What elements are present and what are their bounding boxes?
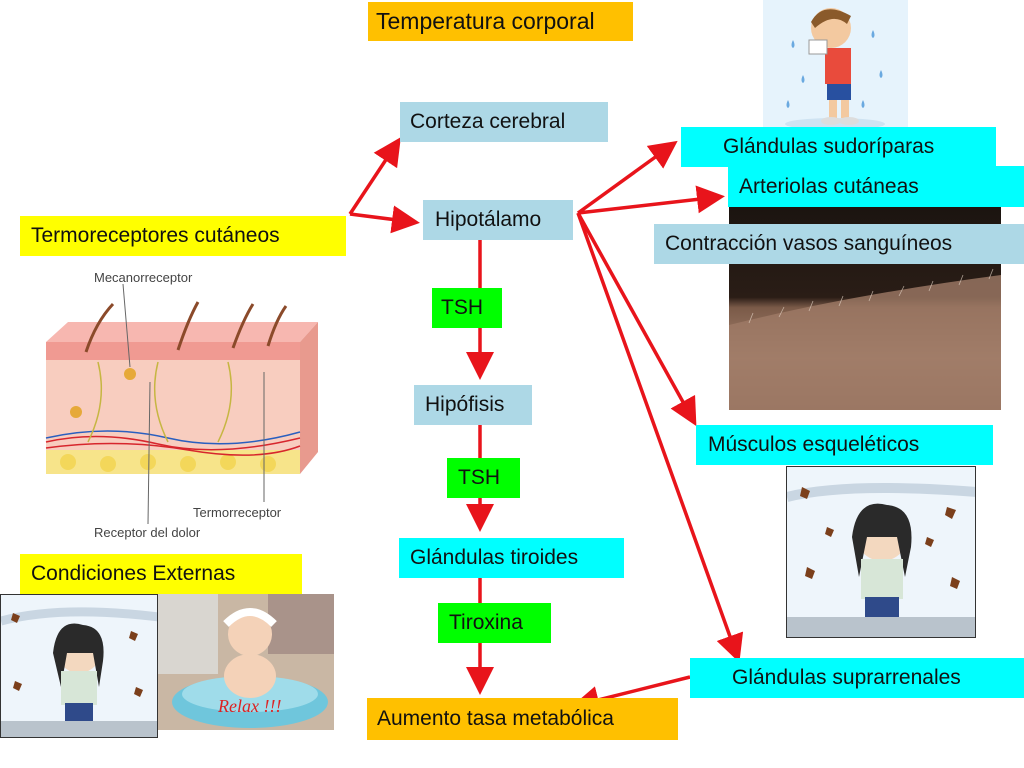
shivering-cartoon-image-left — [0, 594, 158, 738]
node-tsh-2: TSH — [447, 458, 520, 498]
node-corteza-cerebral: Corteza cerebral — [400, 102, 608, 142]
node-tiroxina: Tiroxina — [438, 603, 551, 643]
node-glandulas-sudoriparas: Glándulas sudoríparas — [681, 127, 996, 167]
arrow-hipotalamo-sudoriparas — [576, 140, 678, 215]
label-termorreceptor: Termorreceptor — [193, 505, 282, 520]
sweating-cartoon-image — [763, 0, 908, 130]
node-glandulas-tiroides: Glándulas tiroides — [399, 538, 624, 578]
page-title: Temperatura corporal — [368, 2, 633, 41]
node-contraccion-vasos-sanguineos: Contracción vasos sanguíneos — [654, 224, 1024, 264]
node-condiciones-externas: Condiciones Externas — [20, 554, 302, 594]
label-receptor-dolor: Receptor del dolor — [94, 525, 201, 540]
node-musculos-esqueleticos: Músculos esqueléticos — [696, 425, 993, 465]
node-hipotalamo: Hipotálamo — [423, 200, 573, 240]
node-aumento-tasa-metabolica: Aumento tasa metabólica — [367, 698, 678, 740]
relax-text: Relax !!! — [217, 696, 281, 716]
baby-bath-photo: Relax !!! — [158, 594, 334, 730]
arrow-termo-hipotalamo — [349, 205, 420, 234]
node-tsh-1: TSH — [432, 288, 502, 328]
node-hipofisis: Hipófisis — [414, 385, 532, 425]
node-termoreceptores-cutaneos: Termoreceptores cutáneos — [20, 216, 346, 256]
node-glandulas-suprarrenales: Glándulas suprarrenales — [690, 658, 1024, 698]
label-mecanorreceptor: Mecanorreceptor — [94, 270, 193, 285]
skin-receptors-diagram: Mecanorreceptor Termorreceptor Receptor … — [38, 262, 338, 546]
arrow-termo-corteza — [348, 137, 401, 215]
arrow-hipotalamo-arteriolas — [577, 185, 725, 215]
shivering-cartoon-image-right — [786, 466, 976, 638]
node-arteriolas-cutaneas: Arteriolas cutáneas — [728, 166, 1024, 207]
